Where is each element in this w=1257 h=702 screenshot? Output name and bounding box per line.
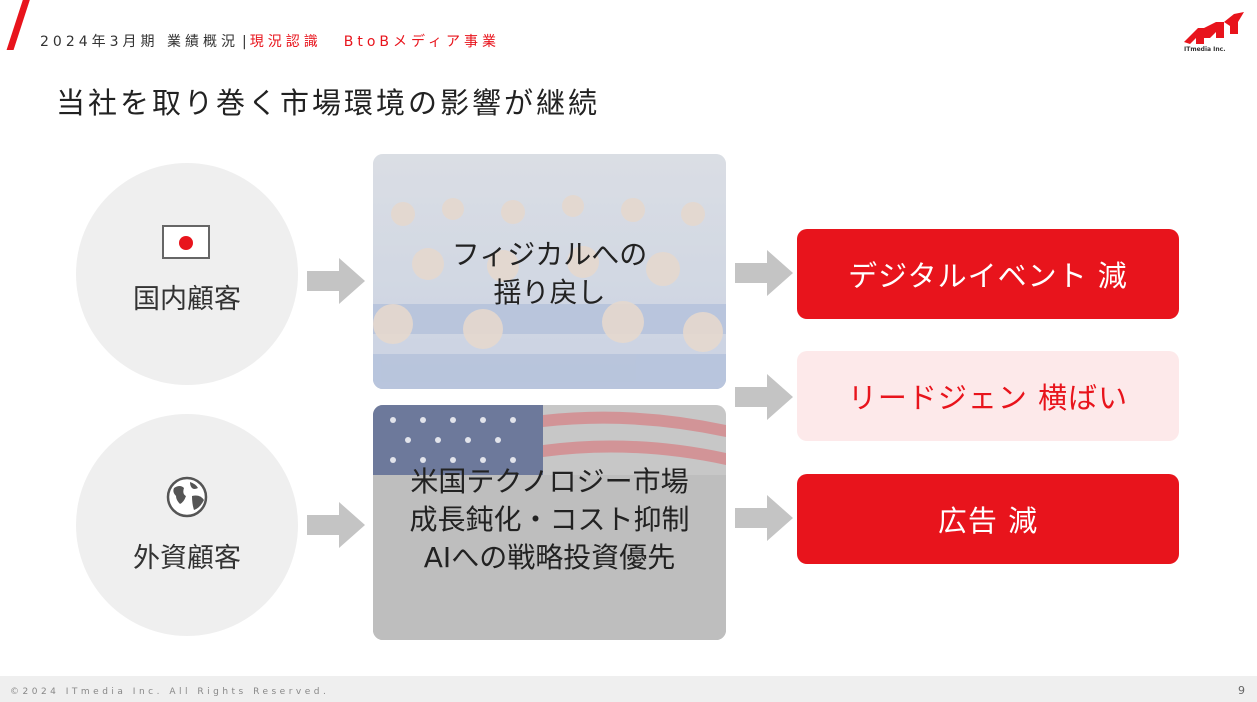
arrow-right-icon [735,374,793,420]
page-title: 当社を取り巻く市場環境の影響が継続 [56,80,600,122]
factor-us-tech-line3: AIへの戦略投資優先 [373,539,726,577]
arrow-right-icon [307,502,365,548]
footer: ©2024 ITmedia Inc. All Rights Reserved. … [0,676,1257,702]
factor-physical-text: フィジカルへの 揺り戻し [373,236,726,312]
header-period: 2024年3月期 業績概況 [40,34,239,50]
us-flag-photo: 米国テクノロジー市場 成長鈍化・コスト抑制 AIへの戦略投資優先 [373,405,726,640]
factor-physical-line2: 揺り戻し [373,274,726,312]
copyright-text: ©2024 ITmedia Inc. All Rights Reserved. [10,687,329,697]
domestic-customers-label: 国内顧客 [76,277,298,316]
header-accent-slash [7,0,31,50]
result-leadgen-box: リードジェン 横ばい [797,351,1179,441]
foreign-customers-circle: 外資顧客 [76,414,298,636]
japan-flag-icon [162,225,210,259]
header-business: BtoBメディア事業 [344,34,500,50]
result-advertising-box: 広告 減 [797,474,1179,564]
page-number: 9 [1238,684,1245,697]
factor-us-tech-text: 米国テクノロジー市場 成長鈍化・コスト抑制 AIへの戦略投資優先 [373,463,726,577]
result-leadgen-label: リードジェン 横ばい [848,375,1128,417]
factor-physical-line1: フィジカルへの [373,236,726,274]
factor-us-tech-line1: 米国テクノロジー市場 [373,463,726,501]
header-section: 現況認識 [250,34,322,50]
header-separator: | [242,34,247,50]
header-breadcrumb: 2024年3月期 業績概況|現況認識 BtoBメディア事業 [40,31,500,51]
result-digital-event-box: デジタルイベント 減 [797,229,1179,319]
result-advertising-label: 広告 減 [938,498,1038,540]
foreign-customers-label: 外資顧客 [76,536,298,575]
conference-audience-photo: フィジカルへの 揺り戻し [373,154,726,389]
globe-icon [166,476,208,518]
domestic-customers-circle: 国内顧客 [76,163,298,385]
arrow-right-icon [735,250,793,296]
result-digital-event-label: デジタルイベント 減 [848,253,1128,295]
logo-text: ITmedia Inc. [1184,46,1225,53]
factor-us-tech-line2: 成長鈍化・コスト抑制 [373,501,726,539]
arrow-right-icon [307,258,365,304]
arrow-right-icon [735,495,793,541]
